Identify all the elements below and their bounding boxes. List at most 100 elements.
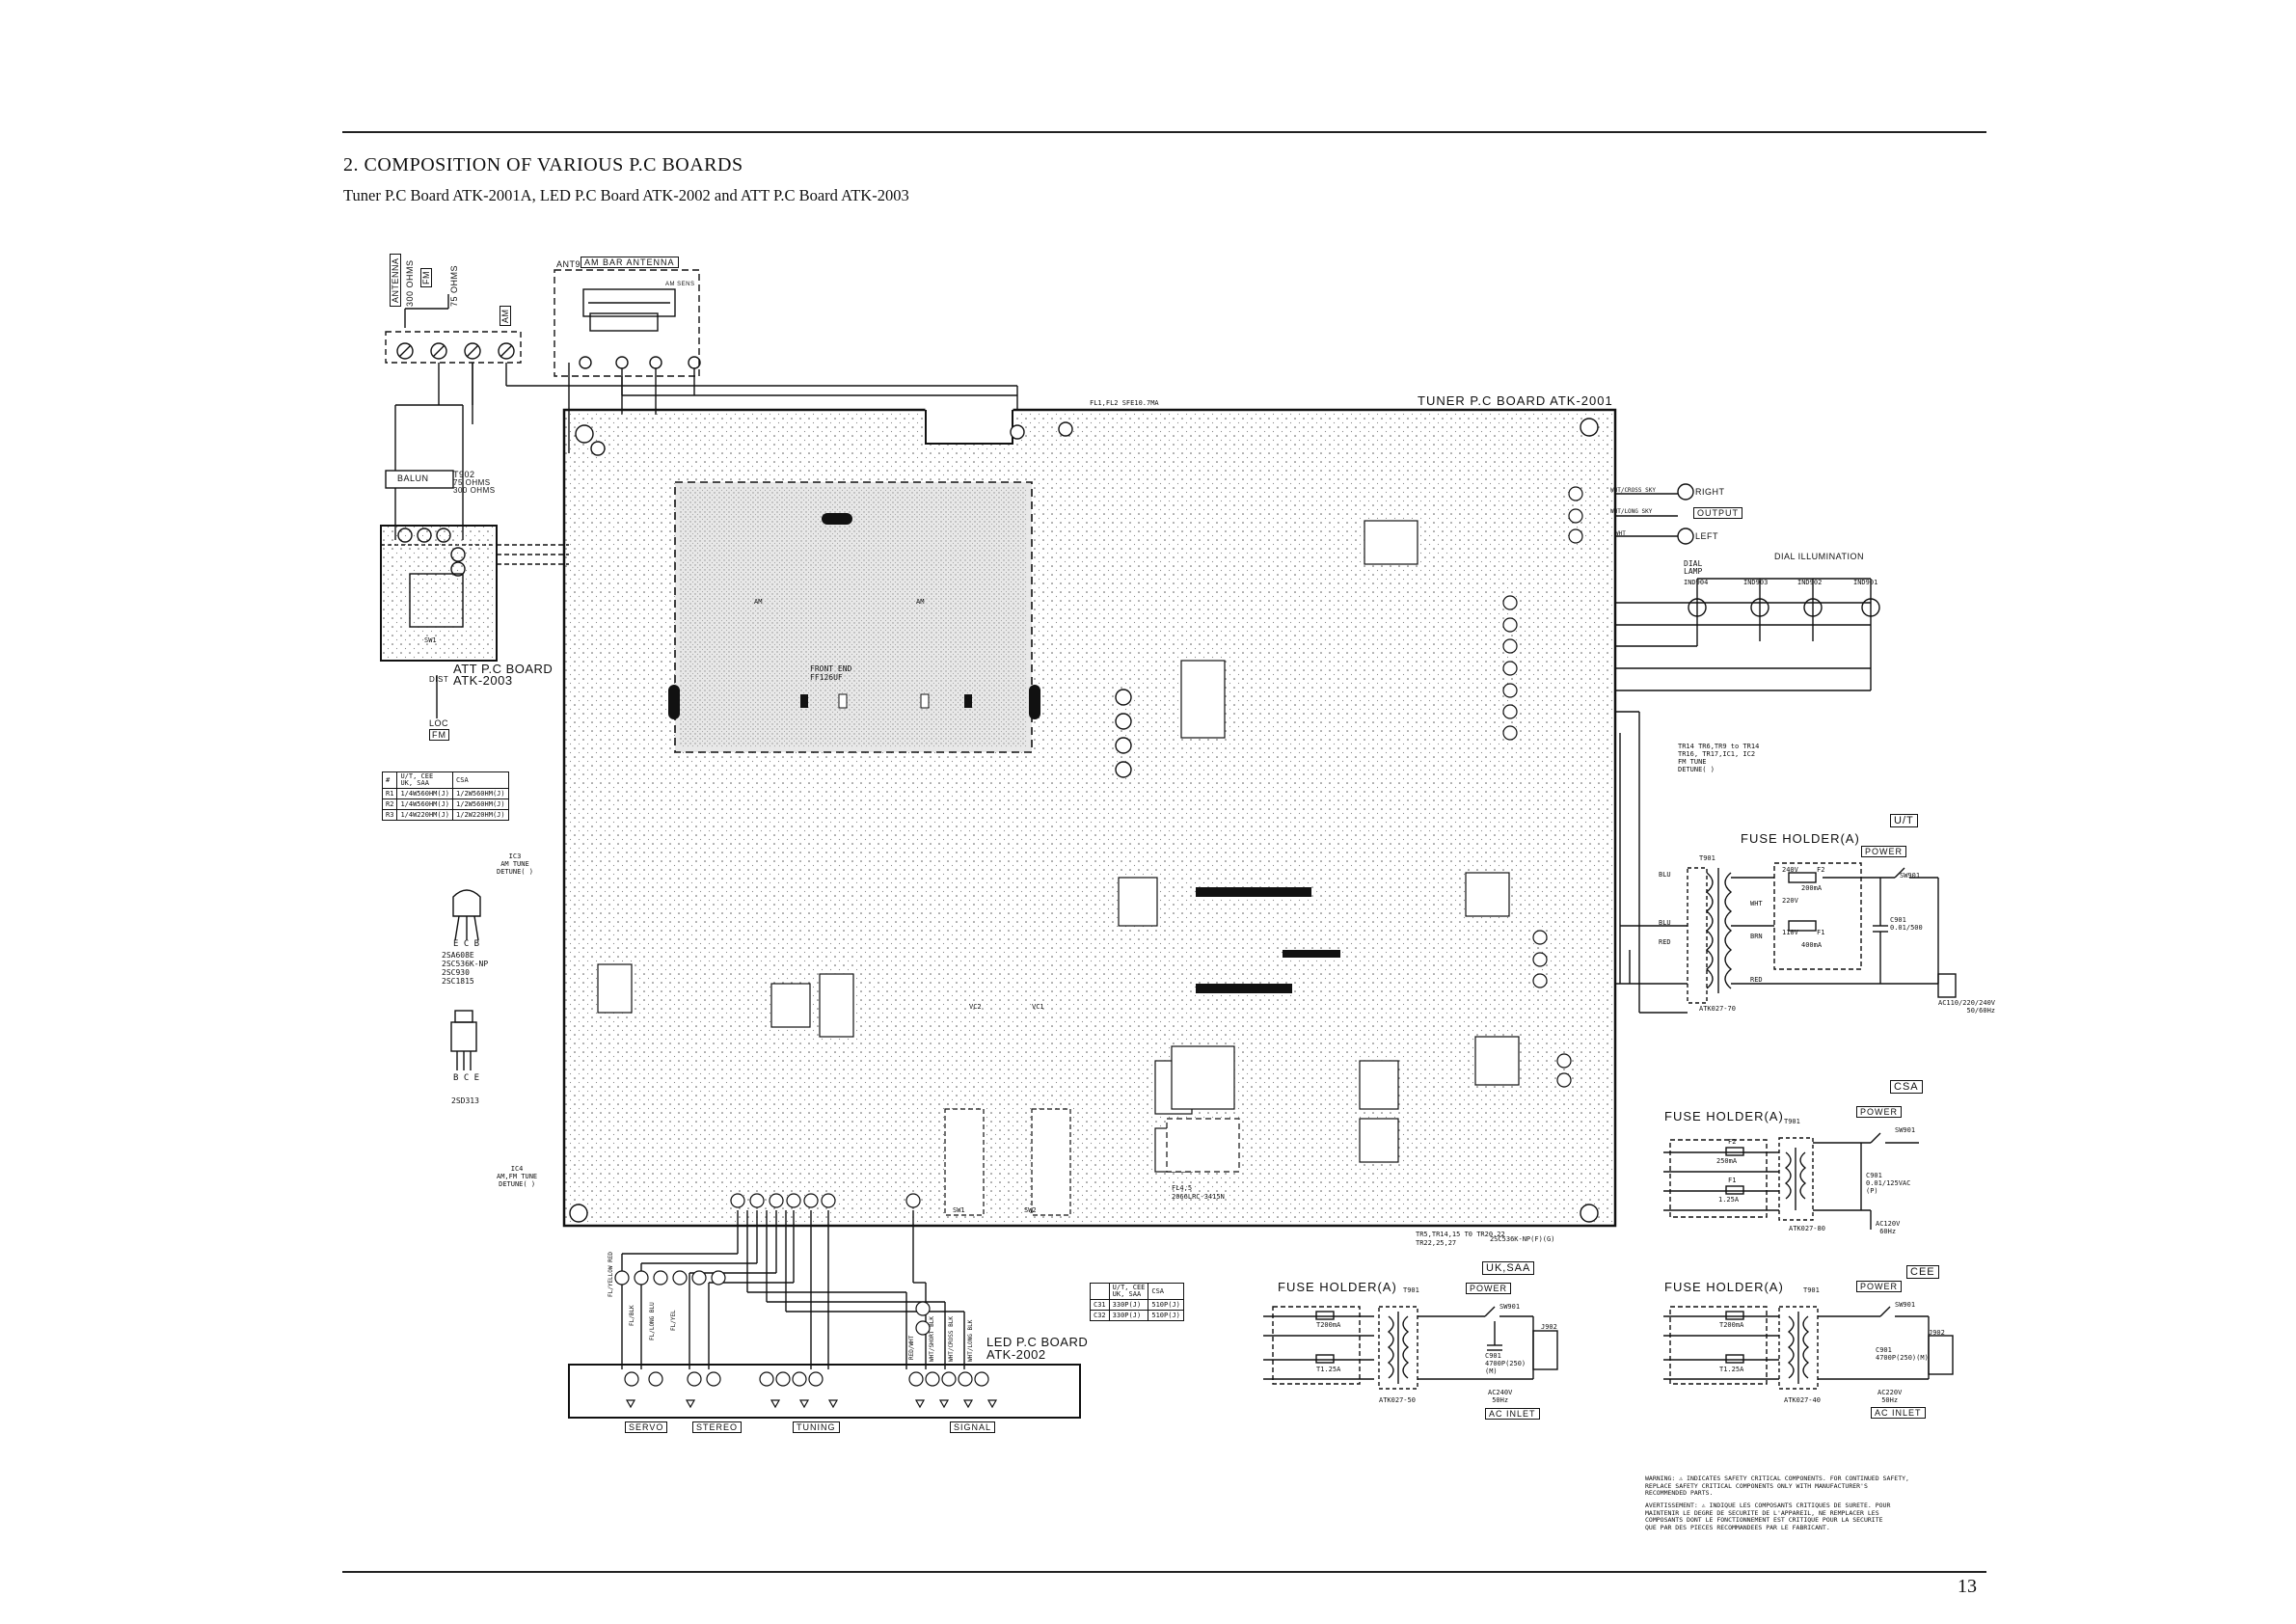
table-header-row: U/T, CEE UK, SAA CSA (1090, 1283, 1184, 1300)
power-csa-250ma: 250mA (1716, 1157, 1738, 1165)
power-csa-f2: F2 (1728, 1138, 1737, 1146)
sw1-label: SW1 (953, 1206, 965, 1214)
table-header-cell: CSA (452, 771, 509, 789)
power-csa-atk: ATK027-80 (1789, 1225, 1825, 1232)
top-rule (342, 131, 1986, 133)
ic4-note: IC4 AM,FM TUNE DETUNE( ) (497, 1165, 538, 1188)
power-csa-f1: F1 (1728, 1177, 1737, 1184)
power-cee-title: FUSE HOLDER(A) (1664, 1280, 1784, 1294)
tune-detune-note: TR14 TR6,TR9 to TR14 TR16, TR17,IC1, IC2… (1678, 743, 1760, 773)
power-ut-200ma: 200mA (1801, 884, 1823, 892)
led-group-stereo: STEREO (692, 1421, 743, 1433)
led-board-title: LED P.C BOARD (986, 1335, 1089, 1349)
led-group-signal: SIGNAL (950, 1421, 996, 1433)
table-cell: 1/2W560HM(J) (452, 798, 509, 810)
table-cell: 1/2W220HM(J) (452, 809, 509, 821)
power-uk-j902: J902 (1541, 1323, 1557, 1331)
capacitor-variant-table: U/T, CEE UK, SAA CSA C31 330P(J) 510P(J)… (1090, 1283, 1184, 1321)
t902-label: T902 (453, 470, 475, 479)
power-ut-title: FUSE HOLDER(A) (1741, 831, 1860, 846)
am-bar-antenna-label: AM BAR ANTENNA (581, 257, 679, 268)
led-wire-right-3: WHT/CROSS BLK (948, 1316, 955, 1362)
table-header-cell: U/T, CEE UK, SAA (1108, 1283, 1149, 1300)
power-cee-t901: T901 (1803, 1286, 1820, 1294)
output-wire-3: WHT (1615, 530, 1626, 537)
power-csa-region: CSA (1890, 1080, 1923, 1094)
table-header-cell: U/T, CEE UK, SAA (396, 771, 454, 789)
bottom-rule (342, 1571, 1986, 1573)
output-right-label: RIGHT (1695, 487, 1725, 497)
power-ut-wire-1: BLU (1659, 871, 1671, 879)
balun-label: BALUN (397, 474, 429, 483)
table-header-cell: CSA (1148, 1283, 1184, 1300)
table-header-cell (1090, 1283, 1110, 1300)
table-header-cell: # (381, 771, 398, 789)
power-csa-c901: C901 0.01/125VAC (P) (1866, 1172, 1911, 1195)
att-board-title: ATT P.C BOARD (453, 662, 554, 676)
warning-english: WARNING: ⚠ INDICATES SAFETY CRITICAL COM… (1645, 1475, 1909, 1497)
power-uk-c901: C901 4700P(250) (M) (1485, 1352, 1526, 1375)
att-board-model: ATK-2003 (453, 673, 513, 688)
power-uk-power: POWER (1466, 1283, 1512, 1294)
table-cell: 1/4W560HM(J) (396, 788, 454, 799)
output-left-label: LEFT (1695, 531, 1719, 541)
table-header-row: # U/T, CEE UK, SAA CSA (381, 771, 509, 789)
dial-lamp-label: DIAL LAMP (1684, 559, 1703, 576)
power-cee-ac: AC220V 50Hz (1877, 1389, 1903, 1404)
power-csa-sw901: SW901 (1895, 1126, 1916, 1134)
power-csa-125a: 1.25A (1718, 1196, 1740, 1204)
output-wire-1: WHT/CROSS SKY (1610, 487, 1656, 494)
power-ut-wire-6: RED (1750, 976, 1763, 984)
t902-ohms-label: 75 OHMS 300 OHMS (453, 478, 496, 495)
tuner-board-title: TUNER P.C BOARD ATK-2001 (1418, 393, 1613, 408)
table-cell: R2 (381, 798, 398, 810)
led-wire-left-4: FL/YEL (670, 1310, 677, 1331)
section-title: 2. COMPOSITION OF VARIOUS P.C BOARDS (343, 154, 743, 176)
transistor-part: 2SC536K-NP(F)(G) (1490, 1235, 1555, 1243)
transistor2-part: 2SD313 (451, 1096, 479, 1105)
power-ut-240v: 240V (1782, 866, 1798, 874)
power-uk-t901: T901 (1403, 1286, 1419, 1294)
power-ut-f2: F2 (1817, 866, 1825, 874)
transistor-note-2: TR22,25,27 (1416, 1239, 1457, 1247)
output-label: OUTPUT (1693, 507, 1742, 519)
ant901-label: ANT901 (556, 259, 592, 269)
att-dist-label: DIST (429, 675, 449, 684)
sw2-label: SW2 (1024, 1206, 1037, 1214)
table-cell: 1/4W220HM(J) (396, 809, 454, 821)
led-wire-left-2: FL/BLK (629, 1305, 635, 1326)
filter-note: FL1,FL2 SFE10.7MA (1090, 399, 1159, 407)
power-uk-inlet: AC INLET (1485, 1408, 1540, 1420)
power-ut-c901: C901 0.01/500 (1890, 916, 1923, 932)
power-uk-sw901: SW901 (1499, 1303, 1521, 1311)
power-cee-inlet: AC INLET (1871, 1407, 1926, 1419)
power-csa-t901: T901 (1784, 1118, 1800, 1125)
power-cee-sw901: SW901 (1895, 1301, 1916, 1309)
table-cell: 1/2W560HM(J) (452, 788, 509, 799)
power-ut-region: U/T (1890, 814, 1918, 827)
power-ut-t901: T901 (1699, 854, 1715, 862)
table-row: R2 1/4W560HM(J) 1/2W560HM(J) (381, 798, 509, 810)
table-cell: C31 (1090, 1299, 1110, 1311)
page-subtitle: Tuner P.C Board ATK-2001A, LED P.C Board… (343, 186, 909, 204)
led-wire-left-3: FL/LONG BLU (649, 1302, 656, 1340)
output-wire-2: WHT/LONG SKY (1610, 508, 1653, 515)
dial-bulb-2: IND903 (1743, 579, 1769, 586)
power-ut-wire-3: WHT (1750, 900, 1763, 907)
dial-bulb-4: IND901 (1853, 579, 1878, 586)
table-cell: R1 (381, 788, 398, 799)
led-wire-left-1: FL/YELLOW RED (608, 1252, 614, 1297)
fm-label: FM (420, 268, 432, 287)
transistor2-pins: B C E (453, 1073, 480, 1083)
vc1-label: VC1 (1032, 1003, 1044, 1011)
att-loc-label: LOC (429, 718, 449, 728)
power-cee-c901: C901 4700P(250)(M) (1876, 1346, 1929, 1362)
power-ut-f1: F1 (1817, 929, 1825, 936)
power-uk-title: FUSE HOLDER(A) (1278, 1280, 1397, 1294)
am-label-2: AM (916, 598, 925, 606)
power-ut-400ma: 400mA (1801, 941, 1823, 949)
table-cell: 330P(J) (1108, 1299, 1149, 1311)
led-board-model: ATK-2002 (986, 1347, 1046, 1362)
power-cee-j902: J902 (1929, 1329, 1945, 1337)
